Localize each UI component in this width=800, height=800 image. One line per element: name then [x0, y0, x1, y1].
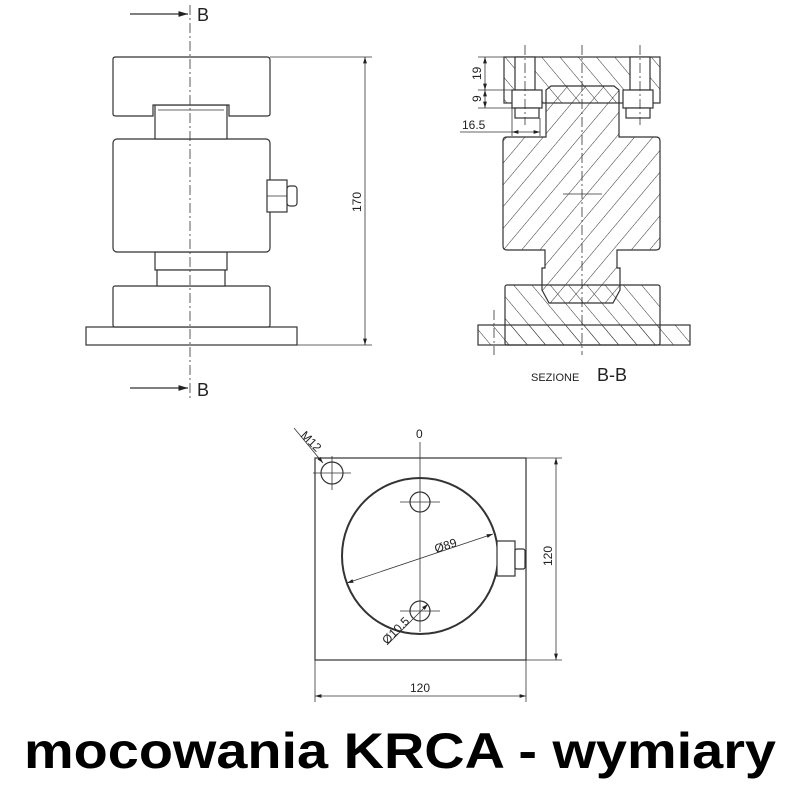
section-marker-top: B: [197, 5, 209, 25]
lower-neck-step: [156, 269, 226, 287]
dim-top-plate: 19: [470, 66, 484, 80]
height-dimension: 170: [350, 192, 364, 212]
diameter-body-line: [346, 533, 494, 584]
lower-neck: [154, 251, 228, 271]
plate-height-dimension: 120: [541, 546, 555, 566]
thread-label: M12: [298, 428, 325, 455]
front-view: B B 170: [85, 5, 372, 400]
section-marker-bottom: B: [197, 380, 209, 400]
mounting-plate: [314, 457, 527, 661]
base-plate: [85, 326, 298, 346]
connector-plug: [286, 185, 298, 207]
origin-label: 0: [416, 427, 423, 441]
connector-plug: [514, 548, 526, 570]
bottom-view: 0 M12 Ø89 Ø10.5 120 120: [293, 427, 562, 702]
page-title: mocowania KRCA - wymiary: [24, 723, 776, 779]
section-caption-label: SEZIONE: [531, 372, 579, 384]
plate-width-dimension: 120: [410, 681, 430, 695]
bolt-head-right: [622, 89, 654, 109]
top-cap: [112, 56, 271, 117]
dim-counterbore: 9: [470, 95, 484, 102]
dim-offset: 16.5: [462, 118, 486, 132]
load-cell-body: [112, 138, 271, 253]
diameter-body: Ø89: [433, 535, 459, 555]
section-caption-id: B-B: [597, 365, 627, 385]
connector-nut: [496, 540, 516, 577]
base-ring: [112, 285, 271, 328]
bolt-head-left: [511, 89, 543, 109]
upper-neck: [154, 104, 228, 140]
section-view: 19 9 16.5 SEZIONE B-B: [460, 45, 691, 385]
section-load-cell: [502, 85, 661, 304]
